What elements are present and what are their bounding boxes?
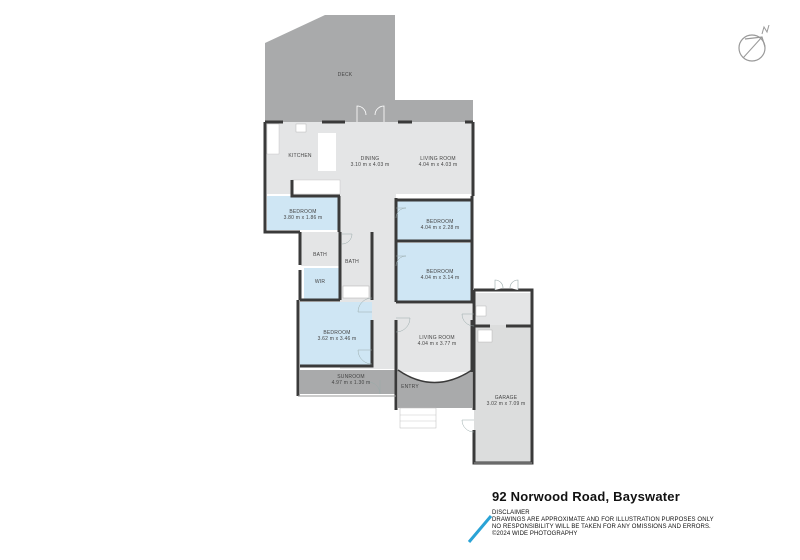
bedroom4-floor: [300, 302, 372, 366]
wir-floor: [304, 268, 340, 300]
kitchen-bench: [266, 123, 280, 155]
door-swings: [341, 207, 475, 433]
bath-1-label: BATH: [313, 252, 327, 258]
entry-steps: [399, 407, 437, 429]
copyright: ©2024 WIDE PHOTOGRAPHY: [492, 531, 578, 537]
living2-floor: [396, 304, 472, 372]
property-address: 92 Norwood Road, Bayswater: [492, 489, 680, 504]
bath-2-label: BATH: [345, 259, 359, 265]
north-arrow-icon: [738, 25, 770, 62]
deck-label: DECK: [337, 72, 353, 78]
wir-label: WIR: [314, 279, 326, 285]
disclaimer-line: NO RESPONSIBILITY WILL BE TAKEN FOR ANY …: [492, 524, 711, 530]
deck-door: [356, 105, 385, 122]
bedroom2-floor: [396, 200, 472, 240]
kitchen-label: KITCHEN: [288, 153, 312, 159]
brand-slash-logo: [467, 515, 493, 543]
disclaimer: DISCLAIMER DRAWINGS ARE APPROXIMATE AND …: [492, 510, 714, 538]
deck-area: [265, 15, 473, 122]
disclaimer-line: DRAWINGS ARE APPROXIMATE AND FOR ILLUSTR…: [492, 517, 714, 523]
kitchen-island: [318, 133, 336, 171]
kitchen-bench-bottom: [291, 179, 341, 195]
kitchen-sink: [295, 123, 307, 133]
entry-label: ENTRY: [401, 384, 419, 390]
bedroom1-floor: [267, 196, 339, 230]
disclaimer-heading: DISCLAIMER: [492, 510, 530, 516]
bath1-floor: [301, 232, 341, 266]
bathtub: [342, 285, 370, 299]
bedroom3-floor: [396, 243, 472, 301]
